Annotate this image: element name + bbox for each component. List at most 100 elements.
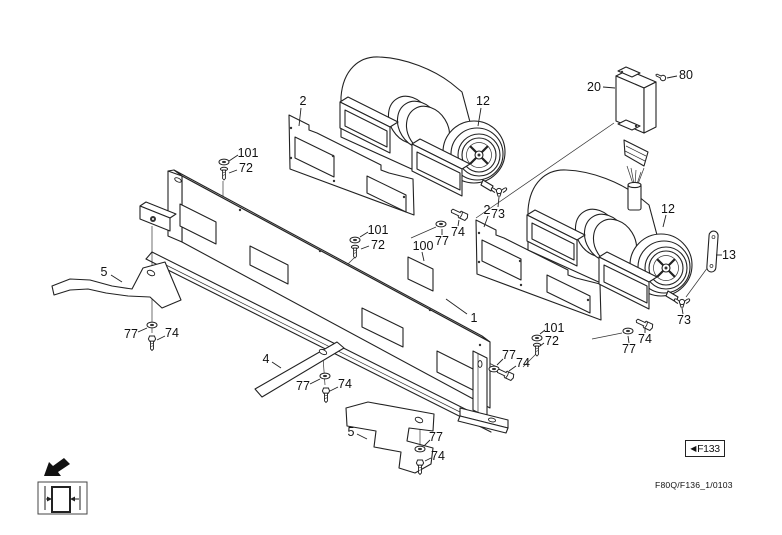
part-number-label: 73 xyxy=(491,207,505,221)
spring-washer-101 xyxy=(218,158,230,166)
part-number-label: 5 xyxy=(348,425,355,439)
part-number-label: 4 xyxy=(263,352,270,366)
washer-77 xyxy=(435,220,447,228)
part-number-label: 74 xyxy=(165,326,179,340)
part-number-label: 1 xyxy=(471,311,478,325)
part-number-label: 77 xyxy=(622,342,636,356)
part-number-label: 72 xyxy=(545,334,559,348)
part-number-label: 13 xyxy=(722,248,736,262)
wire-bundle xyxy=(626,165,645,185)
leader-line xyxy=(496,358,504,366)
part-number-label: 101 xyxy=(368,223,389,237)
drawing-code: F80Q/F136_1/0103 xyxy=(655,480,733,490)
part-number-label: 80 xyxy=(679,68,693,82)
part-number-label: 12 xyxy=(476,94,490,108)
leader-line xyxy=(356,433,368,440)
screw-72 xyxy=(350,244,360,259)
bolt-74 xyxy=(634,316,655,332)
spring-washer-101 xyxy=(349,236,361,244)
part-number-label: 101 xyxy=(238,146,259,160)
wing-nut-73 xyxy=(673,298,691,308)
part-number-label: 5 xyxy=(101,265,108,279)
leader-line xyxy=(681,307,684,315)
washer-77 xyxy=(146,321,158,329)
part-number-label: 74 xyxy=(638,332,652,346)
part-number-label: 74 xyxy=(451,225,465,239)
leader-line xyxy=(477,107,482,127)
screw-72 xyxy=(219,166,229,181)
main-panel xyxy=(139,169,509,434)
leader-line xyxy=(298,107,302,127)
leader-line xyxy=(228,154,239,162)
support-bracket-bottom xyxy=(345,401,435,474)
blower-left xyxy=(339,56,506,197)
part-number-label: 73 xyxy=(677,313,691,327)
part-number-label: 20 xyxy=(587,80,601,94)
washer-77 xyxy=(319,372,331,380)
part-number-label: 77 xyxy=(435,234,449,248)
leader-line xyxy=(424,457,432,462)
part-number-label: 74 xyxy=(516,356,530,370)
washer-77 xyxy=(622,327,634,335)
nav-prev-icon: ◀ xyxy=(690,444,697,453)
wing-nut-73 xyxy=(490,187,508,197)
leader-line xyxy=(602,86,616,89)
part-number-label: 77 xyxy=(502,348,516,362)
blower-resistor xyxy=(615,66,657,211)
part-number-label: 2 xyxy=(300,94,307,108)
part-number-label: 72 xyxy=(371,238,385,252)
part-number-label: 74 xyxy=(431,449,445,463)
leader-line xyxy=(137,327,148,333)
direction-arrow-icon xyxy=(44,458,70,476)
bolt-74 xyxy=(321,387,331,403)
section-symbol-icon xyxy=(37,481,88,515)
leader-line xyxy=(156,335,166,341)
bolt-74 xyxy=(449,206,470,222)
nav-ref-button[interactable]: ◀F133 xyxy=(685,440,725,457)
mounting-panel-left xyxy=(288,114,415,216)
leader-line xyxy=(508,365,517,372)
nav-ref-label: F133 xyxy=(697,442,720,455)
part-number-label: 12 xyxy=(661,202,675,216)
leader-line xyxy=(497,196,500,208)
leader-line xyxy=(539,342,545,347)
leader-line xyxy=(110,274,123,283)
blower-right xyxy=(526,169,693,310)
gasket-strip xyxy=(706,230,719,273)
part-number-label: 2 xyxy=(484,203,491,217)
leader-line xyxy=(359,231,369,238)
leader-line xyxy=(228,169,238,174)
leader-line xyxy=(483,215,489,228)
part-number-label: 72 xyxy=(239,161,253,175)
bolt-74 xyxy=(147,335,157,351)
part-number-label: 77 xyxy=(429,430,443,444)
part-number-label: 77 xyxy=(296,379,310,393)
leader-line xyxy=(666,75,678,79)
leader-line xyxy=(627,335,630,344)
leader-line xyxy=(423,439,431,447)
part-number-label: 77 xyxy=(124,327,138,341)
leader-line xyxy=(360,245,370,250)
cover-plate-100 xyxy=(407,256,434,292)
screw-72 xyxy=(532,342,542,357)
screw-80 xyxy=(654,71,668,83)
leader-line xyxy=(271,361,282,369)
connector-plug xyxy=(623,139,649,167)
support-bracket-left xyxy=(51,261,182,309)
mounting-bar xyxy=(254,341,345,398)
leader-line xyxy=(662,214,667,228)
washer-77 xyxy=(414,445,426,453)
spring-washer-101 xyxy=(531,334,543,342)
part-number-label: 101 xyxy=(544,321,565,335)
leader-line xyxy=(421,251,425,262)
leader-line xyxy=(539,329,546,335)
leader-line xyxy=(445,298,468,315)
mounting-panel-right xyxy=(475,219,602,321)
leader-line xyxy=(457,219,460,227)
part-number-label: 100 xyxy=(413,239,434,253)
leader-line xyxy=(329,386,339,392)
leader-line xyxy=(309,378,321,385)
